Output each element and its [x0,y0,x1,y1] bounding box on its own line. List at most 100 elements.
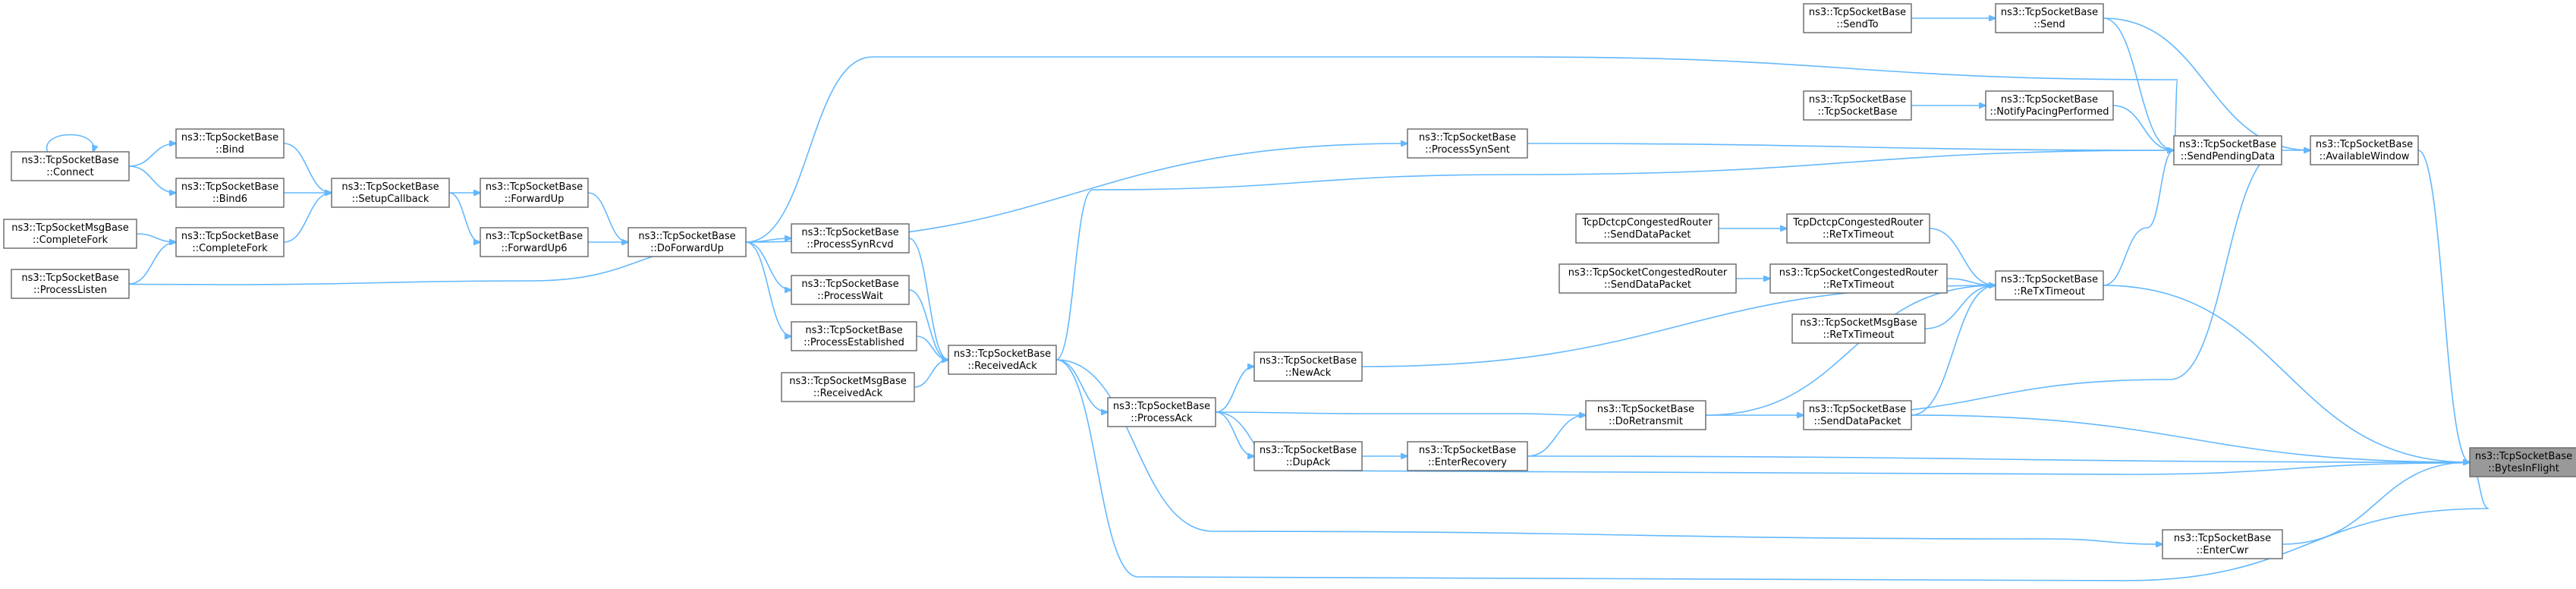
node-notifypacing[interactable]: ns3::TcpSocketBase::NotifyPacingPerforme… [1985,90,2114,121]
edge-path [1929,228,1996,285]
node-send[interactable]: ns3::TcpSocketBase::Send [1995,3,2104,33]
node-label-line-1: ns3::TcpSocketBase [1597,404,1694,415]
node-msgbase-completefork[interactable]: ns3::TcpSocketMsgBase::CompleteFork [3,219,137,249]
node-label-line-1: ns3::TcpSocketBase [486,181,583,193]
edge-path [1804,150,2282,415]
node-label-line-1: ns3::TcpSocketBase [1419,445,1516,456]
edge-path [136,233,176,242]
edge-path [1215,411,1586,415]
node-box [175,128,285,159]
edge-path [283,143,332,193]
edge-doforwardup-to-sendpendingdata [745,56,2178,243]
node-congested-send[interactable]: ns3::TcpSocketCongestedRouter::SendDataP… [1558,263,1737,294]
node-newack[interactable]: ns3::TcpSocketBase::NewAck [1253,351,1363,382]
edge-path [128,242,176,285]
edge-path [128,143,176,167]
node-congested-retx[interactable]: ns3::TcpSocketCongestedRouter::ReTxTimeo… [1769,263,1948,294]
node-entercwr[interactable]: ns3::TcpSocketBase::EnterCwr [2162,529,2283,559]
node-label-line-1: ns3::TcpSocketBase [1260,445,1357,456]
edge-receivedack-to-sendpendingdata [1055,150,2178,361]
node-box [791,321,917,351]
node-label-line-2: ::ReTxTimeout [1823,229,1894,241]
edge-path [2112,105,2174,150]
node-box [627,227,747,257]
edge-path [1055,359,1108,412]
edge-path [128,165,176,193]
node-receivedack[interactable]: ns3::TcpSocketBase::ReceivedAck [948,345,1057,375]
node-label-line-2: ::SendPendingData [2181,151,2276,162]
node-label-line-2: ::Bind6 [212,194,247,205]
edge-send-to-availablewindow [2103,17,2310,150]
node-bind[interactable]: ns3::TcpSocketBase::Bind [175,128,285,159]
edge-receivedack-to-entercwr [1055,359,2162,544]
node-box [1585,400,1706,430]
edge-path [745,241,791,336]
edge-processack-to-newack [1215,367,1254,413]
node-msgbase-receivedack[interactable]: ns3::TcpSocketMsgBase::ReceivedAck [781,372,915,402]
node-label-line-1: ns3::TcpSocketBase [1809,404,1906,415]
node-label-line-1: ns3::TcpSocketBase [2179,139,2276,150]
edge-notifypacing-to-sendpendingdata [2112,105,2174,150]
node-box [11,269,130,299]
edge-doforwardup-to-processestablished [745,241,791,336]
edge-processsynrcvd-to-receivedack [908,238,948,360]
node-box [781,372,915,402]
node-label-line-2: ::ProcessSynRcvd [807,239,893,250]
node-processwait[interactable]: ns3::TcpSocketBase::ProcessWait [791,275,910,305]
edge-availablewindow-to-bytesinflight [2417,150,2470,462]
edge-path [1924,285,1996,329]
node-availablewindow[interactable]: ns3::TcpSocketBase::AvailableWindow [2310,135,2419,165]
node-processsynsent[interactable]: ns3::TcpSocketBase::ProcessSynSent [1407,128,1528,159]
node-box [1995,3,2104,33]
edge-processlisten-to-completefork [128,242,176,285]
node-label-line-1: ns3::TcpSocketMsgBase [1800,317,1917,329]
node-retxtimeout[interactable]: ns3::TcpSocketBase::ReTxTimeout [1995,270,2104,301]
node-processsynrcvd[interactable]: ns3::TcpSocketBase::ProcessSynRcvd [791,223,910,254]
node-forwardup[interactable]: ns3::TcpSocketBase::ForwardUp [480,178,589,208]
node-doforwardup[interactable]: ns3::TcpSocketBase::DoForwardUp [627,227,747,257]
edge-connect-to-bind [128,143,176,167]
edge-senddatapacket-to-retxtimeout [1911,285,1996,416]
node-label-line-1: ns3::TcpSocketBase [2001,274,2098,285]
node-connect[interactable]: ns3::TcpSocketBase::Connect [11,151,130,181]
node-dupack[interactable]: ns3::TcpSocketBase::DupAck [1253,441,1363,471]
edge-connect-to-connect [46,134,94,153]
edge-send-to-sendpendingdata [2103,17,2174,150]
edge-entercwr-to-bytesinflight [2282,462,2470,545]
node-label-line-1: ns3::TcpSocketBase [801,279,898,290]
edge-path [2103,17,2174,150]
node-label-line-2: ::SetupCallback [352,194,429,205]
edge-path [283,193,332,243]
edge-receivedack-to-bytesinflight [1055,359,2490,581]
node-doretransmit[interactable]: ns3::TcpSocketBase::DoRetransmit [1585,400,1706,430]
node-dctcp-send[interactable]: TcpDctcpCongestedRouter::SendDataPacket [1575,213,1719,244]
edge-path [1055,150,2178,361]
node-label-line-2: ::ReceivedAck [813,388,883,399]
node-dctcp-retx[interactable]: TcpDctcpCongestedRouter::ReTxTimeout [1786,213,1930,244]
node-sendto[interactable]: ns3::TcpSocketBase::SendTo [1803,3,1912,33]
node-sendpendingdata[interactable]: ns3::TcpSocketBase::SendPendingData [2173,135,2282,165]
node-label-line-2: ::ProcessListen [33,285,107,296]
node-setupcallback[interactable]: ns3::TcpSocketBase::SetupCallback [331,178,450,208]
node-senddatapacket[interactable]: ns3::TcpSocketBase::SendDataPacket [1803,400,1912,430]
node-processestablished[interactable]: ns3::TcpSocketBase::ProcessEstablished [791,321,917,351]
node-processack[interactable]: ns3::TcpSocketBase::ProcessAck [1107,397,1216,427]
edge-connect-to-bind6 [128,165,176,193]
node-label-line-1: ns3::TcpSocketBase [21,155,118,166]
node-label-line-1: ns3::TcpSocketBase [1809,94,1906,106]
node-label-line-2: ::Bind [215,144,244,156]
node-enterrecovery[interactable]: ns3::TcpSocketBase::EnterRecovery [1407,441,1528,471]
node-tcpsocketbase-ctor[interactable]: ns3::TcpSocketBase::TcpSocketBase [1803,90,1912,121]
node-label-line-1: TcpDctcpCongestedRouter [1581,217,1713,228]
node-label-line-1: ns3::TcpSocketBase [181,181,278,193]
node-bind6[interactable]: ns3::TcpSocketBase::Bind6 [175,178,285,208]
node-processlisten[interactable]: ns3::TcpSocketBase::ProcessListen [11,269,130,299]
node-bytesinflight[interactable]: ns3::TcpSocketBase::BytesInFlight [2469,447,2576,477]
node-forwardup6[interactable]: ns3::TcpSocketBase::ForwardUp6 [480,227,589,257]
node-msgbase-retx[interactable]: ns3::TcpSocketMsgBase::ReTxTimeout [1791,313,1926,344]
node-completefork[interactable]: ns3::TcpSocketBase::CompleteFork [175,227,285,257]
edge-layer [11,17,2490,581]
node-layer: ns3::TcpSocketBase::BytesInFlightns3::Tc… [3,3,2576,559]
node-label-line-2: ::BytesInFlight [2488,463,2559,474]
node-label-line-1: ns3::TcpSocketBase [1809,7,1906,18]
